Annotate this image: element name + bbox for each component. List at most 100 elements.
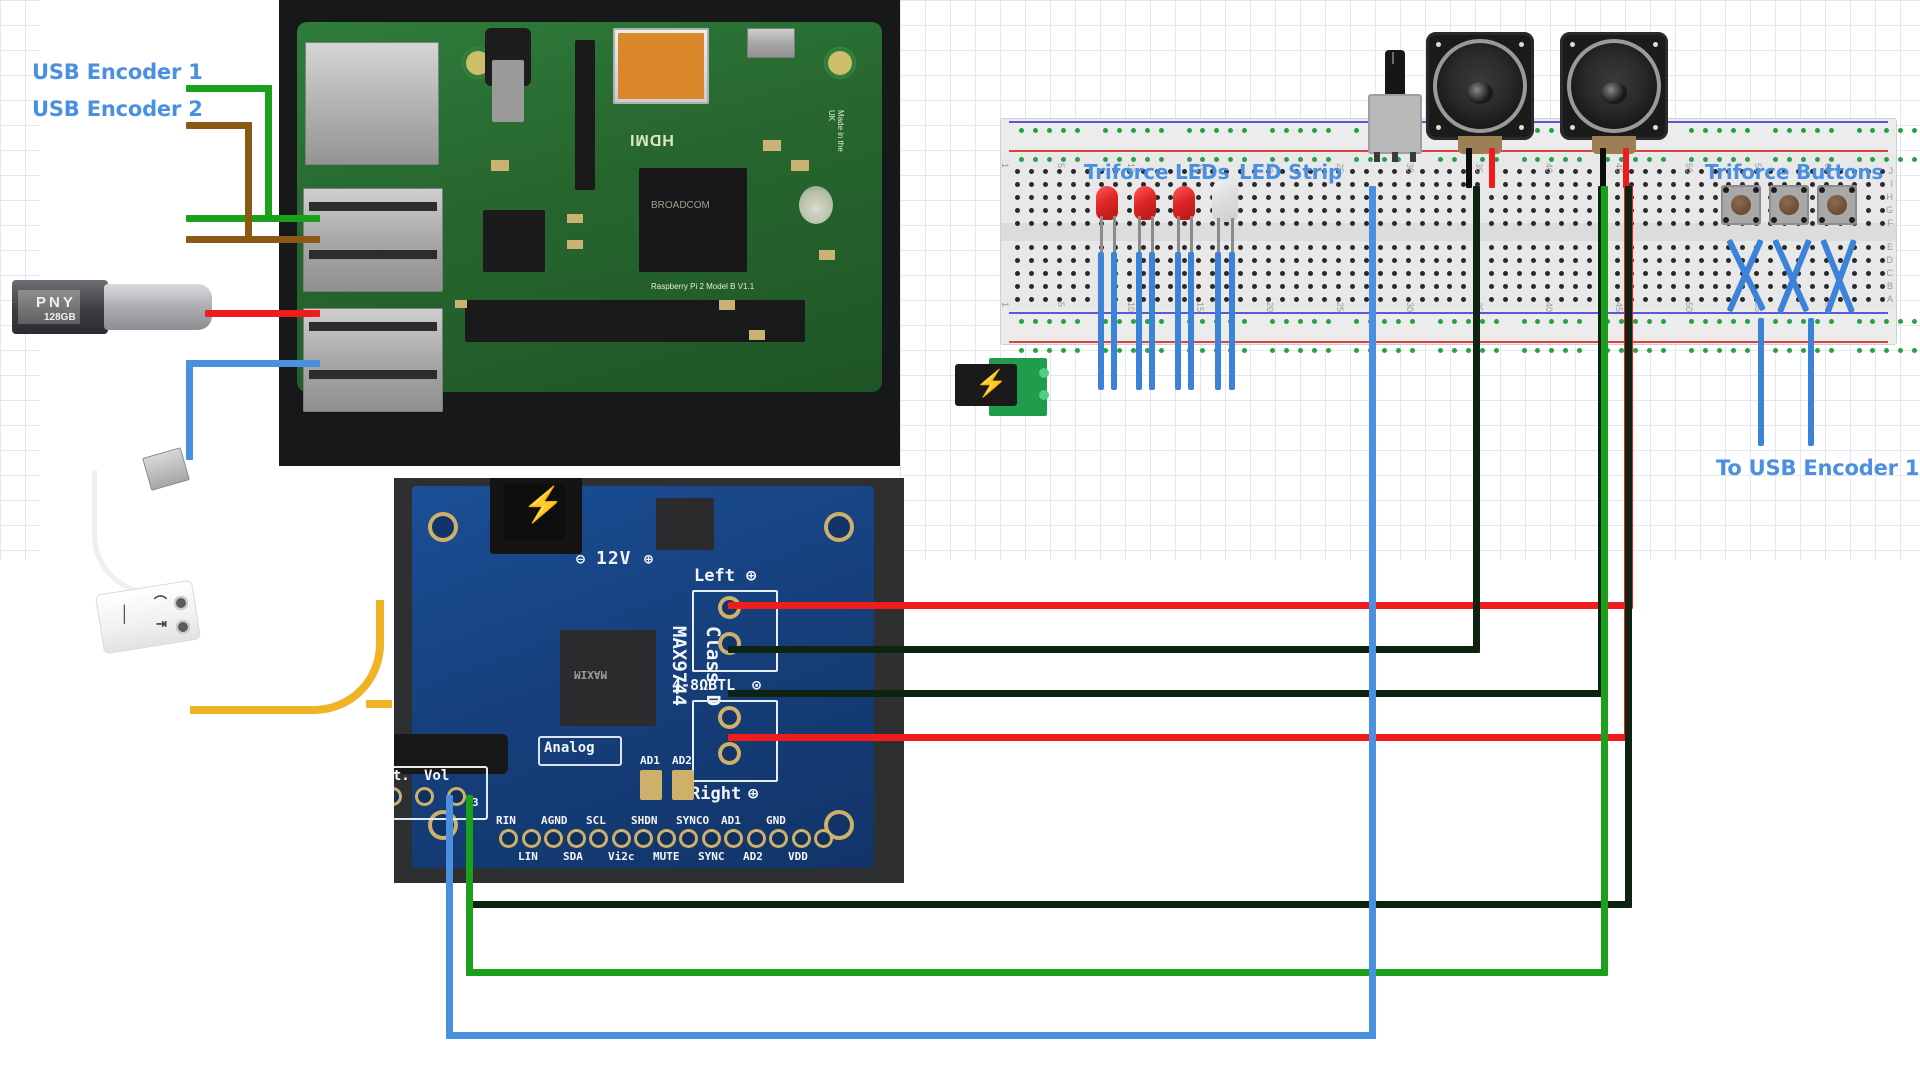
amp-right-plus-symbol: ⊕ bbox=[748, 784, 759, 804]
wire-usb-drive-to-pi bbox=[205, 310, 320, 317]
breadboard-hole bbox=[1154, 284, 1160, 289]
amp-header-pad[interactable] bbox=[817, 832, 830, 845]
amp-pot-pad-2[interactable] bbox=[418, 790, 431, 803]
breadboard-hole bbox=[1196, 195, 1202, 200]
breadboard-hole bbox=[1391, 297, 1397, 302]
breadboard-hole bbox=[1744, 157, 1750, 162]
amp-header-pad[interactable] bbox=[637, 832, 650, 845]
amp-header-pad[interactable] bbox=[772, 832, 785, 845]
pot-pin bbox=[1410, 152, 1416, 162]
breadboard-hole bbox=[1545, 271, 1551, 276]
breadboard-hole bbox=[1266, 284, 1272, 289]
breadboard-hole bbox=[1070, 208, 1076, 213]
amp-header-pad[interactable] bbox=[592, 832, 605, 845]
breadboard-hole bbox=[1182, 284, 1188, 289]
breadboard-potentiometer[interactable] bbox=[1368, 50, 1422, 168]
amp-header-pad[interactable] bbox=[704, 832, 718, 845]
breadboard-hole bbox=[1433, 271, 1439, 276]
amp-ad2-pad[interactable] bbox=[672, 770, 694, 800]
breadboard-hole bbox=[1321, 258, 1327, 263]
right-speaker-positive-lead bbox=[1623, 148, 1629, 188]
breadboard-hole bbox=[1419, 245, 1425, 250]
triforce-button-3[interactable] bbox=[1817, 185, 1857, 225]
amp-header-pad[interactable] bbox=[614, 832, 628, 845]
amp-header-pad[interactable] bbox=[502, 832, 515, 845]
amp-pot-pad-3[interactable] bbox=[450, 790, 463, 803]
headphone-jack[interactable] bbox=[174, 596, 188, 610]
pi-hdmi-port bbox=[613, 28, 709, 104]
breadboard-hole bbox=[1042, 169, 1048, 174]
breadboard-hole bbox=[1019, 348, 1024, 353]
breadboard-hole bbox=[1196, 221, 1202, 226]
amp-pin-label-top: SCL bbox=[586, 814, 606, 827]
breadboard-power-jack[interactable]: ⚡ bbox=[955, 358, 1051, 418]
amp-pot-pad-1[interactable] bbox=[394, 790, 399, 803]
amp-right-minus-hole[interactable] bbox=[722, 710, 737, 725]
breadboard-hole bbox=[1489, 195, 1495, 200]
amp-right-plus-hole[interactable] bbox=[722, 746, 737, 761]
breadboard-hole bbox=[1614, 297, 1620, 302]
breadboard-hole bbox=[1335, 169, 1341, 174]
breadboard-hole bbox=[1879, 208, 1885, 213]
breadboard-hole bbox=[1563, 157, 1569, 162]
breadboard-hole bbox=[1712, 182, 1718, 187]
amp-header-pad[interactable] bbox=[524, 832, 538, 845]
breadboard-hole bbox=[1140, 182, 1146, 187]
amp-header-pad[interactable] bbox=[569, 832, 583, 845]
amp-pin-label-bottom: Vi2c bbox=[608, 850, 635, 863]
breadboard-row-letter: C bbox=[1886, 268, 1894, 278]
breadboard-hole bbox=[1559, 182, 1565, 187]
breadboard-hole bbox=[1684, 258, 1690, 263]
breadboard-hole bbox=[1605, 157, 1611, 162]
breadboard-hole bbox=[1810, 245, 1816, 250]
breadboard-hole bbox=[1461, 169, 1467, 174]
amp-header-pad[interactable] bbox=[682, 832, 695, 845]
breadboard-hole bbox=[1019, 157, 1024, 162]
pi-usb-port-bottom[interactable] bbox=[303, 308, 443, 412]
breadboard-hole bbox=[1084, 208, 1090, 213]
breadboard-hole bbox=[1437, 348, 1443, 353]
breadboard-hole bbox=[1726, 297, 1732, 302]
breadboard-hole bbox=[1381, 319, 1387, 324]
breadboard-hole bbox=[1531, 208, 1537, 213]
breadboard-hole bbox=[1266, 221, 1272, 226]
breadboard-hole bbox=[1335, 195, 1341, 200]
breadboard-hole bbox=[1800, 128, 1806, 133]
breadboard-hole bbox=[1321, 208, 1327, 213]
amp-header-pad[interactable] bbox=[659, 832, 673, 845]
breadboard-hole bbox=[1056, 195, 1062, 200]
breadboard-hole bbox=[1726, 258, 1732, 263]
amp-chip-marking: MAXIM bbox=[574, 668, 608, 681]
breadboard-hole bbox=[1754, 258, 1760, 263]
led-strip-indicator-led bbox=[1212, 180, 1238, 222]
breadboard-hole bbox=[1154, 245, 1160, 250]
breadboard-hole bbox=[1810, 169, 1816, 174]
breadboard-hole bbox=[1619, 348, 1625, 353]
triforce-button-2[interactable] bbox=[1769, 185, 1809, 225]
amp-header-pad[interactable] bbox=[749, 832, 763, 845]
amp-header-pad[interactable] bbox=[547, 832, 560, 845]
breadboard-hole bbox=[1559, 284, 1565, 289]
amp-pin-label-top: SYNCO bbox=[676, 814, 710, 827]
amp-header-pad[interactable] bbox=[794, 832, 808, 845]
amp-header-pad[interactable] bbox=[727, 832, 740, 845]
breadboard-hole bbox=[1856, 348, 1862, 353]
breadboard-hole bbox=[1838, 245, 1844, 250]
microphone-jack[interactable] bbox=[176, 620, 190, 634]
breadboard-hole bbox=[1238, 195, 1244, 200]
pi-usb-port-top[interactable] bbox=[303, 188, 443, 292]
breadboard-hole bbox=[1168, 297, 1174, 302]
usb-audio-dongle bbox=[96, 580, 200, 654]
wire-pot-vol bbox=[466, 830, 473, 976]
breadboard-hole bbox=[1447, 271, 1453, 276]
breadboard-hole bbox=[1865, 271, 1871, 276]
triforce-button-1[interactable] bbox=[1721, 185, 1761, 225]
usb-drive-connector-shell bbox=[12, 280, 108, 334]
breadboard-hole bbox=[1028, 182, 1034, 187]
breadboard-hole bbox=[1238, 297, 1244, 302]
breadboard-hole bbox=[1377, 271, 1383, 276]
breadboard-hole bbox=[1238, 258, 1244, 263]
breadboard-hole bbox=[1549, 157, 1555, 162]
amp-ad1-pad[interactable] bbox=[640, 770, 662, 800]
breadboard-hole bbox=[1056, 169, 1062, 174]
